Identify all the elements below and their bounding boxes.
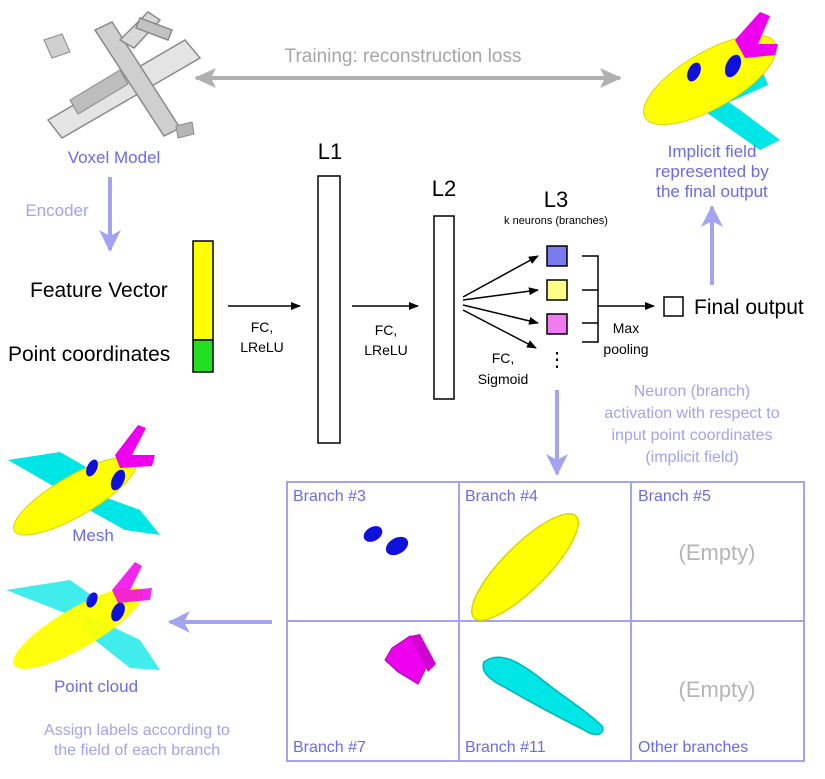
l3-sublabel: k neurons (branches) <box>504 215 608 227</box>
branch-7-label: Branch #7 <box>293 739 366 756</box>
feature-vector-bar <box>192 240 214 341</box>
activation-note-line-1: Neuron (branch) <box>634 383 751 400</box>
training-label: Training: reconstruction loss <box>285 46 522 67</box>
fc2-label-line-2: LReLU <box>364 342 408 358</box>
voxel-airplane-image <box>43 11 202 139</box>
branch-4-label: Branch #4 <box>465 488 538 505</box>
max-pool-bracket <box>582 255 599 343</box>
fc2-label-line-1: FC, <box>375 322 398 338</box>
branch-7-tail-image <box>384 634 436 685</box>
assign-label-line-2: the field of each branch <box>54 742 220 759</box>
implicit-label-line-3: the final output <box>656 182 768 201</box>
l2-label: L2 <box>432 176 456 201</box>
fc1-label-line-2: LReLU <box>240 339 284 355</box>
branch-11-wings-image <box>482 656 604 736</box>
point-coordinates-bar <box>192 339 214 373</box>
l3-label: L3 <box>544 187 568 212</box>
implicit-label-line-2: represented by <box>655 162 769 181</box>
fc3-label-line-2: Sigmoid <box>478 371 529 387</box>
l2-layer-bar <box>433 215 455 400</box>
branch-4-fuselage-image <box>471 513 579 621</box>
mesh-label: Mesh <box>72 526 114 545</box>
neuron-blue <box>546 245 568 267</box>
branch-3-engines-image <box>363 526 409 556</box>
final-output-label: Final output <box>694 296 804 319</box>
encoder-label: Encoder <box>25 201 89 220</box>
activation-note-line-2: activation with respect to <box>604 405 779 422</box>
point-cloud-airplane-image <box>6 562 160 670</box>
l1-layer-bar <box>317 175 341 444</box>
max-pool-label-line-1: Max <box>613 320 639 336</box>
fc3-arrows <box>462 255 539 349</box>
point-cloud-label: Point cloud <box>54 677 138 696</box>
neuron-ellipsis: ⋮ <box>547 349 567 371</box>
implicit-field-airplane-image <box>643 12 780 150</box>
assign-label-line-1: Assign labels according to <box>44 722 230 739</box>
neuron-magenta <box>546 313 568 335</box>
branch-11-label: Branch #11 <box>465 739 546 756</box>
fc3-label-line-1: FC, <box>492 350 515 366</box>
implicit-label-line-1: Implicit field <box>668 142 757 161</box>
other-branches-empty: (Empty) <box>679 677 756 702</box>
branch-3-label: Branch #3 <box>293 488 366 505</box>
other-branches-label: Other branches <box>638 739 748 756</box>
feature-vector-label: Feature Vector <box>30 279 168 302</box>
fc1-label-line-1: FC, <box>251 319 274 335</box>
branch-5-label: Branch #5 <box>638 488 711 505</box>
activation-note-line-3: input point coordinates <box>612 427 773 444</box>
point-coordinates-label: Point coordinates <box>8 343 170 366</box>
final-output-box <box>663 296 684 317</box>
voxel-model-label: Voxel Model <box>68 148 161 167</box>
activation-note-line-4: (implicit field) <box>645 449 738 466</box>
l1-label: L1 <box>318 139 342 164</box>
branch-grid <box>286 481 805 762</box>
max-pool-label-line-2: pooling <box>603 341 648 357</box>
branch-5-empty: (Empty) <box>679 540 756 565</box>
mesh-airplane-image <box>8 425 160 536</box>
neuron-yellow <box>546 279 568 301</box>
